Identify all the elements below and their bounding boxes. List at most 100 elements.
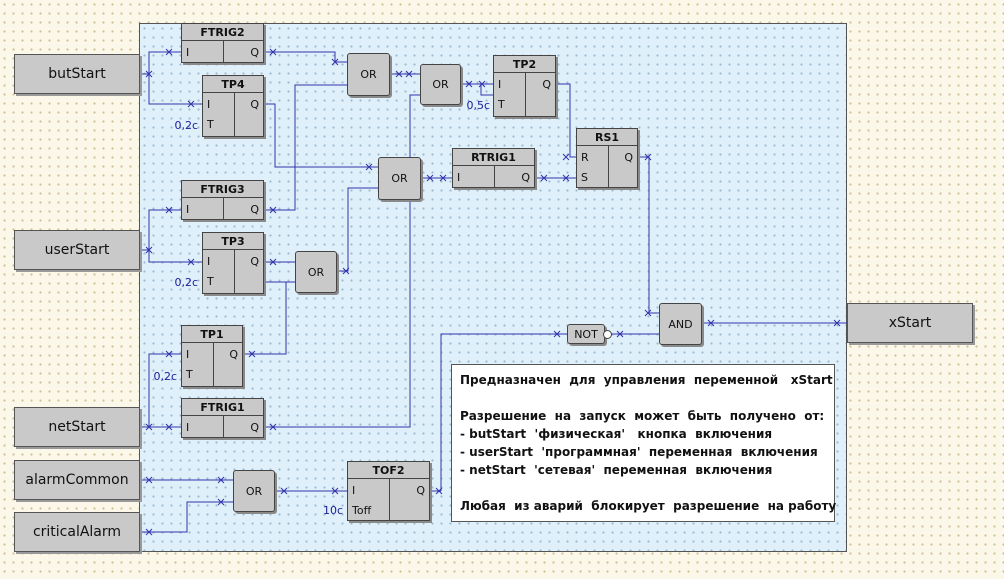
input-butStart[interactable]: butStart [14, 54, 140, 94]
wire-markers [145, 48, 841, 536]
wire-marker [342, 267, 350, 275]
wire-marker [644, 309, 652, 317]
wire-marker [187, 100, 195, 108]
divider [182, 342, 242, 343]
wire [148, 74, 202, 105]
wire-marker [553, 330, 561, 338]
gate-or-1[interactable]: OR [347, 53, 390, 96]
pin-label: S [581, 171, 588, 184]
gate-not[interactable]: NOT [567, 324, 605, 344]
pin-label: Q [624, 151, 633, 164]
block-rtrig1[interactable]: RTRIG1 I Q [452, 148, 535, 188]
gate-or-5[interactable]: OR [233, 470, 275, 512]
wire-marker [145, 528, 153, 536]
gate-or-3[interactable]: OR [378, 157, 421, 200]
wire [264, 103, 378, 168]
wire [638, 156, 659, 314]
block-tp1[interactable]: TP1 I T Q [181, 325, 243, 387]
pin-label: Q [250, 46, 259, 59]
comment-note: Предназначен для управления переменной x… [451, 364, 836, 522]
wire-marker [435, 487, 443, 495]
not-bubble [603, 330, 612, 339]
wire-marker [165, 350, 173, 358]
wire [140, 501, 233, 533]
output-xStart[interactable]: xStart [847, 303, 973, 343]
block-title: FTRIG1 [200, 401, 245, 414]
pin-label: Q [250, 255, 259, 268]
divider [577, 145, 637, 146]
wire-marker [165, 423, 173, 431]
pin-label: R [581, 151, 589, 164]
pin-label: T [186, 368, 193, 381]
wire-marker [644, 153, 652, 161]
wire [337, 187, 378, 272]
input-userStart[interactable]: userStart [14, 230, 140, 270]
input-alarmCommon[interactable]: alarmCommon [14, 460, 140, 500]
wire-marker [145, 423, 153, 431]
gate-or-4[interactable]: OR [295, 251, 337, 293]
wire [140, 353, 181, 428]
gate-or-2[interactable]: OR [420, 64, 461, 105]
wire-marker [616, 330, 624, 338]
block-ftrig3[interactable]: FTRIG3 I Q [181, 180, 264, 220]
divider [182, 40, 263, 41]
wire-marker [145, 70, 153, 78]
pin-label: I [186, 421, 190, 434]
wire [148, 250, 202, 263]
wire-marker [145, 476, 153, 484]
wire-marker [280, 487, 288, 495]
divider [203, 92, 263, 93]
pin-label: I [186, 203, 190, 216]
pin-label: T [207, 118, 214, 131]
block-title: TOF2 [372, 464, 405, 477]
wire-marker [269, 423, 277, 431]
wire-marker [269, 258, 277, 266]
pin-label: Q [542, 78, 551, 91]
input-criticalAlarm[interactable]: criticalAlarm [14, 512, 140, 552]
block-title: RTRIG1 [471, 151, 516, 164]
block-title: TP4 [221, 78, 245, 91]
pin-label: T [498, 98, 505, 111]
note-line: Разрешение на запуск может быть получено… [460, 409, 825, 423]
block-title: TP3 [221, 235, 245, 248]
divider [494, 72, 555, 73]
note-line: - userStart 'программная' переменная вкл… [460, 445, 818, 459]
block-tp2[interactable]: TP2 I T Q [493, 55, 556, 117]
pin-label: I [457, 171, 461, 184]
pin-label: Q [250, 98, 259, 111]
wire-marker [331, 487, 339, 495]
wire-marker [439, 174, 447, 182]
input-netStart[interactable]: netStart [14, 407, 140, 447]
wire [140, 209, 181, 251]
note-line: Предназначен для управления переменной x… [460, 373, 833, 387]
const-tof2: 10с [322, 504, 343, 517]
block-rs1[interactable]: RS1 R S Q [576, 128, 638, 188]
divider [389, 479, 390, 520]
wire [264, 94, 420, 428]
const-tp2: 0,5с [466, 99, 490, 112]
wire-marker [165, 48, 173, 56]
block-tp3[interactable]: TP3 I T Q [202, 232, 264, 294]
const-tp1: 0,2с [153, 370, 177, 383]
divider [223, 416, 224, 437]
block-title: TP2 [512, 58, 537, 71]
wire-marker [248, 350, 256, 358]
divider [223, 41, 224, 62]
pin-label: Q [250, 203, 259, 216]
divider [203, 249, 263, 250]
wire [264, 84, 347, 211]
wire-marker [187, 258, 195, 266]
block-ftrig2[interactable]: FTRIG2 I Q [181, 23, 264, 63]
block-tp4[interactable]: TP4 I T Q [202, 75, 264, 137]
pin-label: Q [250, 421, 259, 434]
block-title: RS1 [594, 131, 620, 144]
block-title: TP1 [200, 328, 224, 341]
divider [234, 250, 235, 293]
block-tof2[interactable]: TOF2 I Toff Q [347, 461, 430, 521]
block-ftrig1[interactable]: FTRIG1 I Q [181, 398, 264, 438]
wire-marker [707, 319, 715, 327]
wire-marker [465, 80, 473, 88]
wire-marker [562, 174, 570, 182]
gate-and[interactable]: AND [659, 303, 702, 345]
